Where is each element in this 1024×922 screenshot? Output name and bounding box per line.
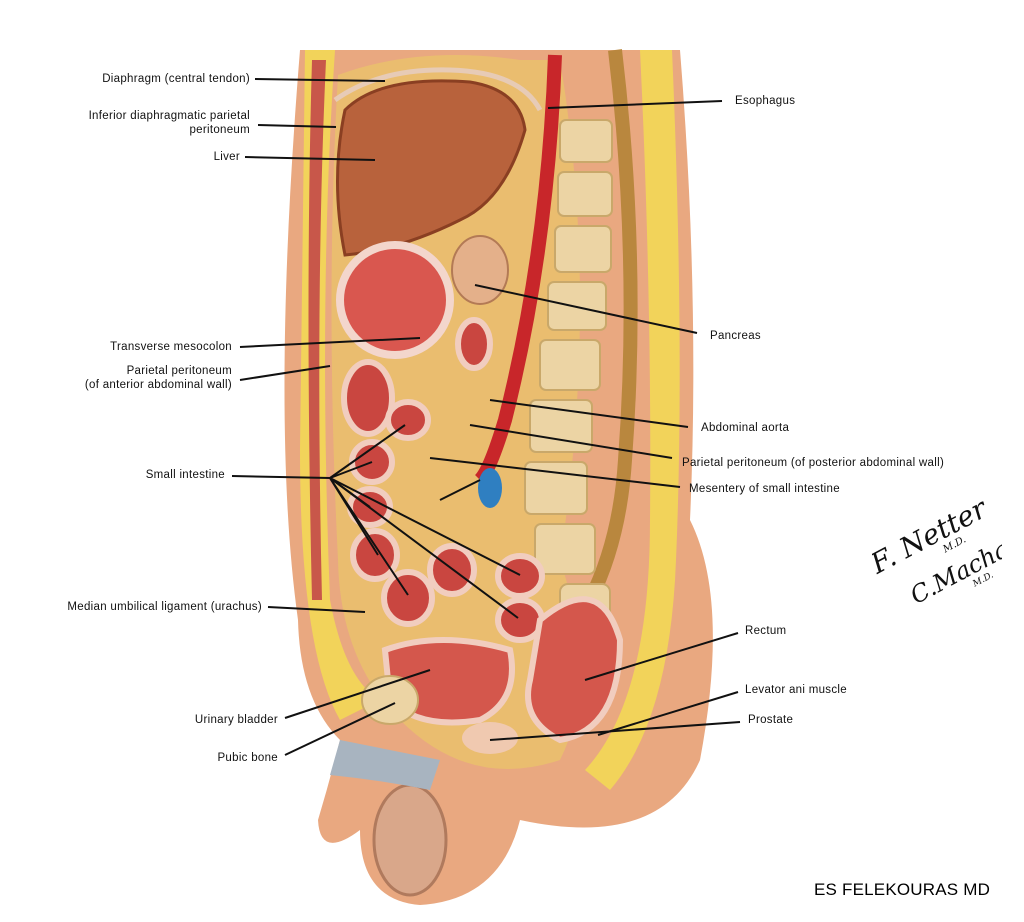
posterior-fat-layer [585, 50, 680, 790]
leader-inferior-peritoneum [257, 124, 337, 128]
pancreas [451, 235, 509, 305]
label-urinary-bladder: Urinary bladder [194, 714, 278, 726]
label-parietal-anterior-1: Parietal peritoneum [126, 365, 232, 377]
prostate [462, 722, 518, 754]
small-intestine-loops [341, 317, 545, 643]
label-levator-ani: Levator ani muscle [745, 684, 847, 696]
leader-aorta [489, 399, 689, 428]
leader-liver [244, 156, 376, 161]
label-inferior-peritoneum-1: Inferior diaphragmatic parietal [88, 110, 250, 122]
label-liver: Liver [213, 151, 240, 163]
leader-pancreas [474, 284, 698, 334]
label-small-intestine: Small intestine [145, 469, 225, 481]
label-pancreas: Pancreas [710, 330, 761, 342]
label-rectum: Rectum [745, 625, 787, 637]
leader-rectum [584, 632, 739, 681]
penis [330, 740, 440, 790]
transverse-colon [336, 241, 454, 359]
anterior-muscle [308, 60, 326, 600]
diaphragm [333, 67, 543, 112]
leader-levator-ani [597, 691, 739, 736]
leader-bladder [284, 669, 431, 719]
leader-parietal-anterior [239, 365, 331, 381]
leader-small-intestine [231, 475, 331, 479]
vertebrae [524, 119, 613, 645]
label-mesentery: Mesentery of small intestine [689, 483, 840, 495]
label-diaphragm: Diaphragm (central tendon) [102, 73, 250, 85]
credit-text: ES FELEKOURAS MD [814, 880, 991, 899]
label-prostate: Prostate [748, 714, 794, 726]
liver [336, 79, 527, 257]
label-inferior-peritoneum-2: peritoneum [189, 124, 250, 136]
leader-lines [231, 78, 741, 756]
label-transverse-mesocolon: Transverse mesocolon [110, 341, 232, 353]
leader-diaphragm [254, 78, 386, 82]
leader-mesentery-fan [439, 479, 481, 501]
ivc [478, 468, 502, 508]
label-pubic-bone: Pubic bone [217, 752, 278, 764]
label-abdominal-aorta: Abdominal aorta [701, 422, 790, 434]
leader-esophagus [547, 100, 723, 109]
leader-pubic-bone [284, 702, 396, 756]
label-parietal-posterior: Parietal peritoneum (of posterior abdomi… [682, 457, 945, 469]
leader-parietal-posterior [469, 424, 673, 459]
leader-transverse-mesocolon [239, 337, 421, 348]
leader-prostate [489, 721, 741, 741]
spinal-cord [583, 49, 638, 604]
scrotum [372, 783, 448, 897]
label-esophagus: Esophagus [735, 95, 796, 107]
label-parietal-anterior-2: (of anterior abdominal wall) [84, 379, 232, 391]
leader-mesentery [429, 457, 681, 488]
leader-urachus [267, 606, 366, 613]
rectum [525, 596, 624, 744]
label-urachus: Median umbilical ligament (urachus) [67, 601, 262, 613]
aorta [474, 54, 562, 485]
artist-signature: F. Netter M.D. C.Machado M.D. [872, 491, 1002, 608]
